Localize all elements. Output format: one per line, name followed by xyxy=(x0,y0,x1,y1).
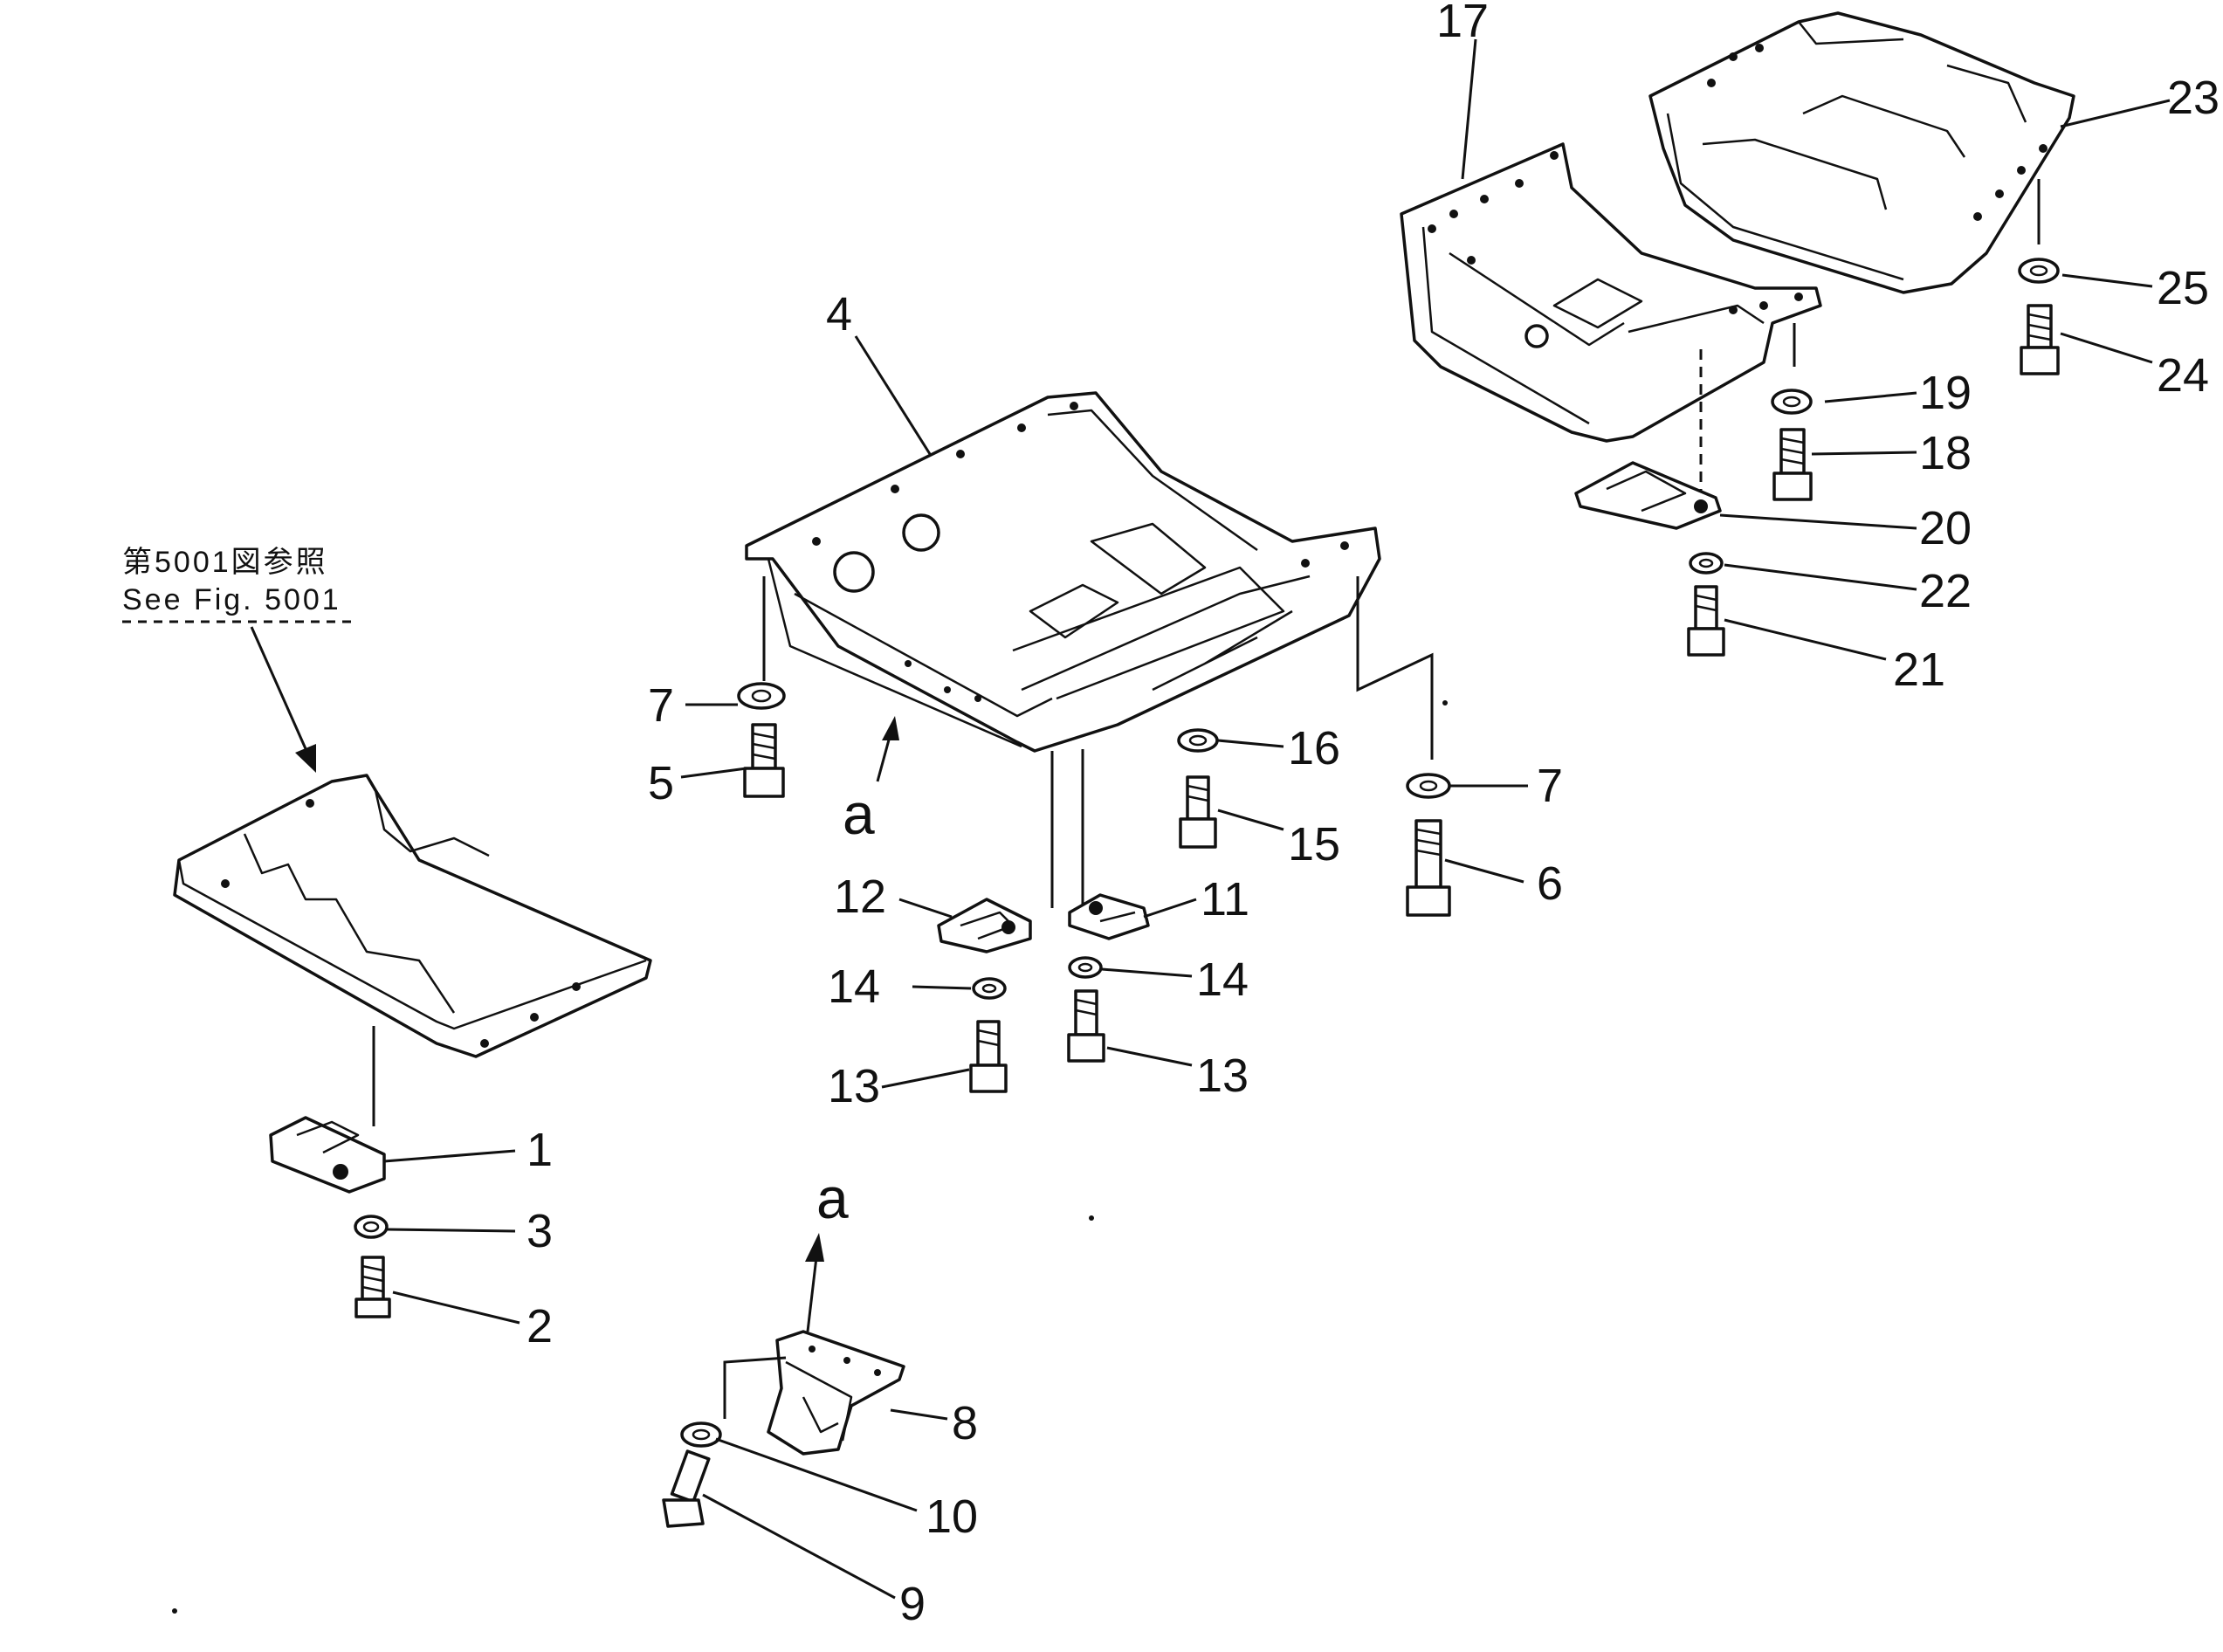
callout-10: 10 xyxy=(926,1490,978,1543)
part-10-washer xyxy=(680,1421,722,1448)
view-a-label-upper: a xyxy=(843,781,875,846)
view-a-label-lower: a xyxy=(816,1166,849,1230)
callout-7-left: 7 xyxy=(648,679,674,732)
part-2-bolt xyxy=(354,1256,391,1318)
callout-16: 16 xyxy=(1288,722,1340,774)
part-13-bolt-right xyxy=(1067,989,1105,1063)
part-17-undercover xyxy=(1400,142,1822,502)
part-8-bracket xyxy=(723,1330,905,1456)
callout-12: 12 xyxy=(834,871,886,923)
part-16-washer xyxy=(1177,728,1219,753)
part-5-bolt xyxy=(743,723,785,798)
part-12-plate xyxy=(937,898,1032,953)
callout-9: 9 xyxy=(899,1578,926,1630)
callout-4: 4 xyxy=(826,288,852,341)
left-floor-plate xyxy=(173,774,652,1126)
part-20-plate xyxy=(1574,461,1722,530)
reference-arrow-line xyxy=(250,626,309,754)
reference-arrow-head xyxy=(295,744,316,773)
part-14-lockwasher-left xyxy=(972,977,1007,1000)
callout-18: 18 xyxy=(1919,427,1972,479)
part-3-washer xyxy=(354,1215,389,1239)
callout-1: 1 xyxy=(526,1124,553,1176)
part-18-bolt xyxy=(1772,428,1813,501)
part-9-bolt xyxy=(662,1449,711,1528)
part-7-washer-right xyxy=(1406,773,1451,799)
part-21-bolt xyxy=(1687,585,1725,657)
part-23-cover xyxy=(1648,11,2075,294)
reference-line-en: See Fig. 5001 xyxy=(122,583,341,616)
view-a-arrow-lower xyxy=(805,1233,824,1332)
part-4-undercover xyxy=(745,391,1434,908)
view-a-arrow-upper xyxy=(876,716,899,782)
callout-22: 22 xyxy=(1919,565,1972,617)
part-1-plate xyxy=(269,1116,386,1194)
callout-5: 5 xyxy=(648,757,674,809)
part-25-washer xyxy=(2018,258,2060,284)
callout-23: 23 xyxy=(2167,72,2220,124)
callout-19: 19 xyxy=(1919,367,1972,419)
callout-6: 6 xyxy=(1537,857,1563,910)
part-7-washer-left xyxy=(737,682,786,710)
callout-17: 17 xyxy=(1436,0,1489,47)
part-19-washer xyxy=(1771,389,1813,415)
part-11-plate xyxy=(1068,893,1150,940)
callout-24: 24 xyxy=(2157,349,2209,402)
callout-13-right: 13 xyxy=(1196,1050,1249,1102)
callout-21: 21 xyxy=(1893,644,1945,696)
part-13-bolt-left xyxy=(969,1020,1008,1093)
leader-lines xyxy=(383,38,2171,1600)
reference-note: 第5001図参照 See Fig. 5001 xyxy=(122,546,358,773)
callout-20: 20 xyxy=(1919,502,1972,554)
callout-3: 3 xyxy=(526,1205,553,1257)
part-15-bolt xyxy=(1179,775,1217,849)
callout-2: 2 xyxy=(526,1300,553,1353)
part-6-bolt xyxy=(1406,819,1451,917)
callout-8: 8 xyxy=(952,1397,978,1449)
callout-25: 25 xyxy=(2157,262,2209,314)
part-14-lockwasher-right xyxy=(1068,956,1103,979)
part-22-lockwasher xyxy=(1689,552,1724,575)
callout-13-left: 13 xyxy=(828,1060,880,1112)
callout-14-left: 14 xyxy=(828,960,880,1013)
callout-11: 11 xyxy=(1201,873,1249,926)
part-24-bolt xyxy=(2020,304,2060,375)
callout-14-right: 14 xyxy=(1196,953,1249,1006)
callout-15: 15 xyxy=(1288,818,1340,871)
reference-line-jp: 第5001図参照 xyxy=(122,546,328,579)
callout-7-right: 7 xyxy=(1537,760,1563,812)
callout-labels: 1 2 3 4 5 6 7 7 8 9 10 11 12 13 13 14 14… xyxy=(526,0,2220,1630)
